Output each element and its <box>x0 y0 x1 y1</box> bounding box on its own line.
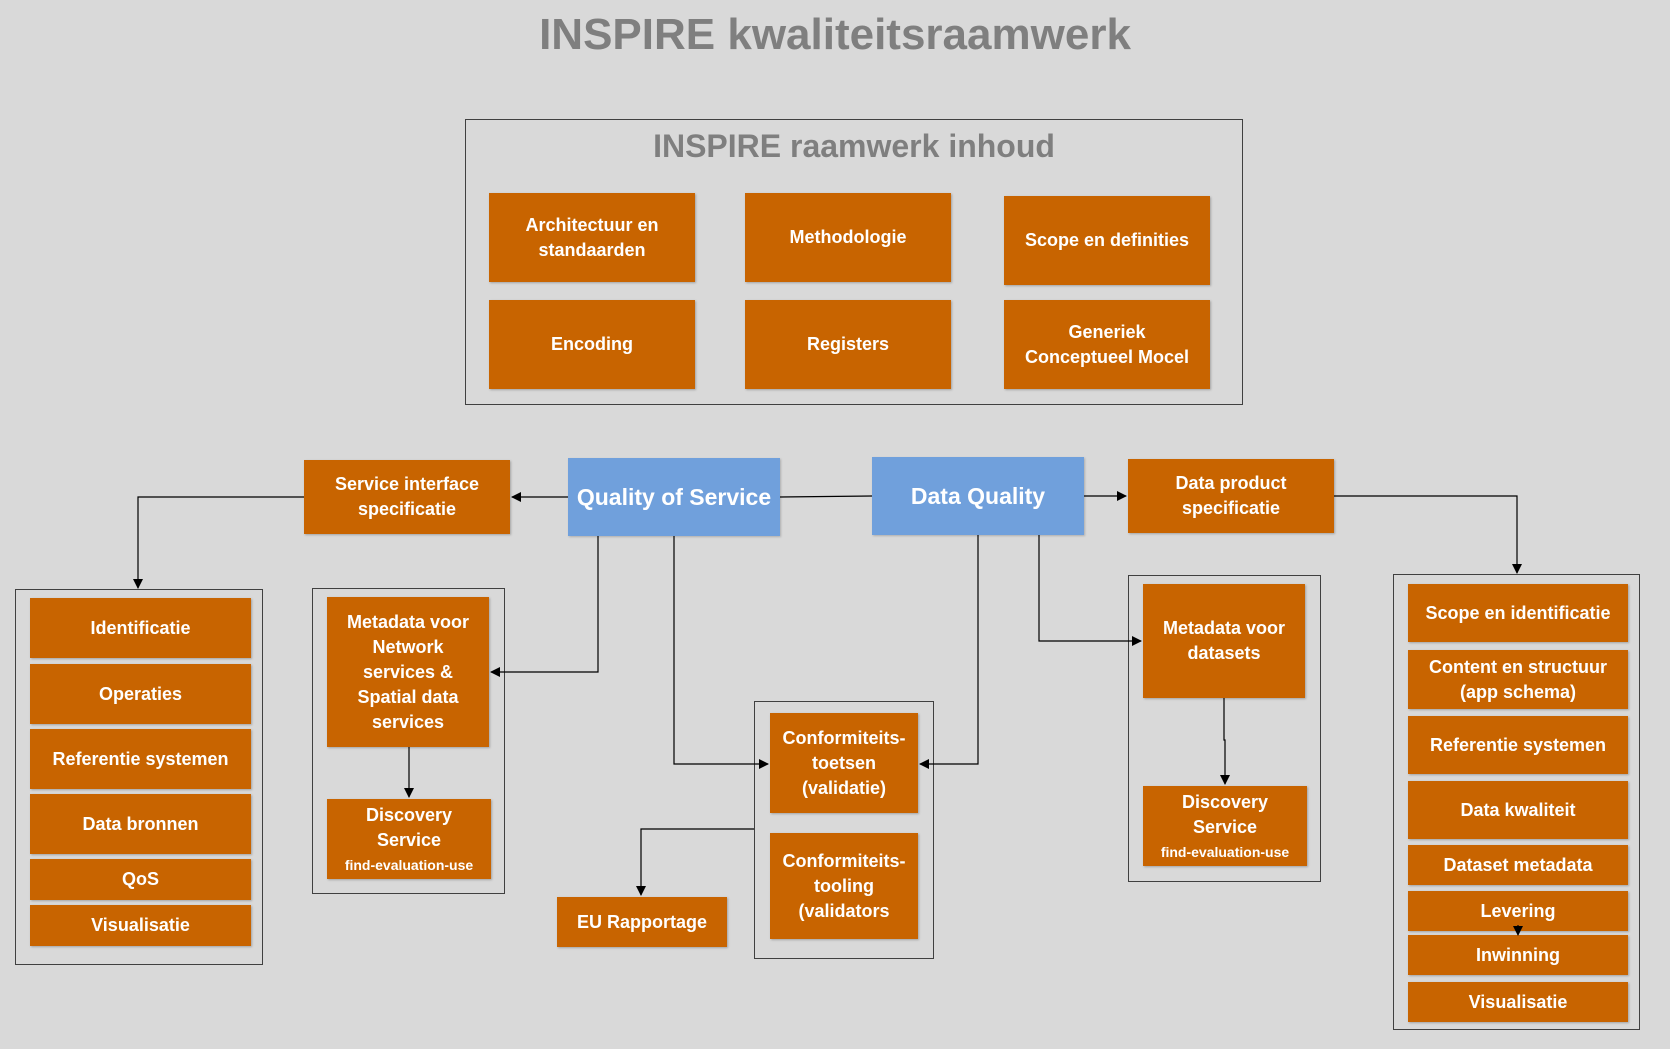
framework-title: INSPIRE raamwerk inhoud <box>653 128 1055 164</box>
network-metadata: Metadata voor Network services & Spatial… <box>327 597 489 747</box>
discovery-service-title: Discovery Service <box>1181 792 1269 837</box>
diagram-title: INSPIRE kwaliteitsraamwerk <box>539 10 1131 59</box>
conformity-container <box>754 701 934 959</box>
framework-item-methodology: Methodologie <box>745 193 951 282</box>
data-list-item: Inwinning <box>1408 935 1628 975</box>
service-list-item: Visualisatie <box>30 905 251 946</box>
connector-qos-dq <box>779 495 873 498</box>
framework-item-scope: Scope en definities <box>1004 196 1210 285</box>
dataset-metadata-container <box>1128 575 1321 882</box>
data-list-item: Referentie systemen <box>1408 716 1628 774</box>
connector-conformity-eu <box>636 828 754 896</box>
framework-item-architecture: Architectuur en standaarden <box>489 193 695 282</box>
data-list-item: Content en structuur (app schema) <box>1408 650 1628 709</box>
discovery-service-title: Discovery Service <box>365 805 453 850</box>
connector-product-spec-list <box>1334 495 1522 574</box>
connector-dq-dataset-metadata <box>1038 535 1142 646</box>
data-list-container <box>1393 574 1640 1030</box>
conformity-tests: Conformiteits-toetsen (validatie) <box>770 713 918 813</box>
service-list-item: Data bronnen <box>30 794 251 854</box>
service-list-item: Operaties <box>30 664 251 724</box>
data-list-item: Data kwaliteit <box>1408 781 1628 839</box>
data-product-spec: Data product specificatie <box>1128 459 1334 533</box>
eu-reporting: EU Rapportage <box>557 897 727 947</box>
service-list-item: Referentie systemen <box>30 729 251 789</box>
connector-service-spec-list <box>133 496 304 589</box>
quality-of-service-node: Quality of Service <box>568 458 780 536</box>
discovery-service-sub: find-evaluation-use <box>1160 844 1290 860</box>
framework-container: INSPIRE raamwerk inhoud <box>465 119 1243 405</box>
service-list-item: QoS <box>30 859 251 900</box>
framework-item-registers: Registers <box>745 300 951 389</box>
conformity-tooling: Conformiteits-tooling (validators <box>770 833 918 939</box>
data-list-item: Levering <box>1408 891 1628 931</box>
dataset-metadata: Metadata voor datasets <box>1143 584 1305 698</box>
discovery-service-qos: Discovery Service find-evaluation-use <box>327 799 491 879</box>
data-list-item: Scope en identificatie <box>1408 584 1628 642</box>
discovery-service-sub: find-evaluation-use <box>344 857 474 873</box>
connector-qos-network-metadata <box>490 536 599 677</box>
service-interface-spec: Service interface specificatie <box>304 460 510 534</box>
service-list-item: Identificatie <box>30 598 251 658</box>
framework-item-conceptual-model: Generiek Conceptueel Mocel <box>1004 300 1210 389</box>
service-list-container <box>15 589 263 965</box>
data-list-item: Visualisatie <box>1408 982 1628 1022</box>
discovery-service-dq: Discovery Service find-evaluation-use <box>1143 786 1307 866</box>
data-quality-node: Data Quality <box>872 457 1084 535</box>
framework-item-encoding: Encoding <box>489 300 695 389</box>
network-metadata-container <box>312 588 505 894</box>
data-list-item: Dataset metadata <box>1408 845 1628 885</box>
